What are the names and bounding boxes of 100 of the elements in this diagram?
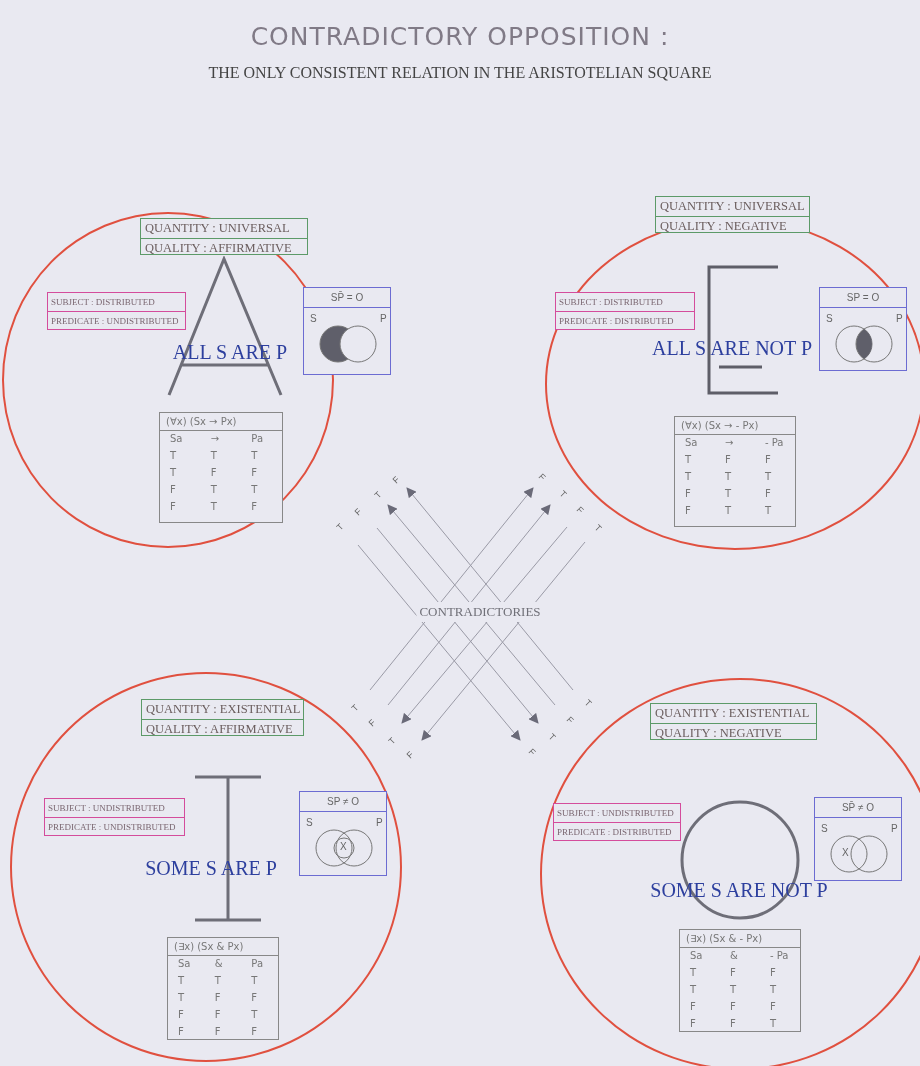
truth-value-label: T — [386, 735, 398, 747]
venn-box — [299, 791, 387, 876]
table-cell-text: F — [213, 1009, 222, 1020]
quantity-quality-box — [655, 196, 810, 233]
property-label: SUBJECT : UNDISTRIBUTED — [47, 802, 166, 815]
table-cell-text: Sa — [177, 958, 192, 969]
table-cell-text: T — [169, 467, 178, 478]
equation-text: SP̄ = O — [304, 288, 390, 308]
table-cell-text: Pa — [250, 433, 265, 444]
table-cell-text: F — [724, 454, 732, 465]
table-cell-text: T — [724, 488, 733, 499]
distribution-box — [553, 803, 681, 841]
property-label: QUALITY : AFFIRMATIVE — [141, 238, 307, 258]
property-label: PREDICATE : UNDISTRIBUTED — [48, 311, 185, 330]
property-label: QUANTITY : UNIVERSAL — [659, 198, 806, 215]
truth-table — [167, 937, 279, 1040]
truth-value-label: F — [564, 714, 576, 726]
truth-value-label: T — [546, 731, 558, 743]
property-label: QUALITY : NEGATIVE — [651, 723, 816, 743]
truth-table — [679, 929, 801, 1032]
table-cell-text: → — [724, 437, 735, 448]
table-cell-text: T — [177, 992, 186, 1003]
truth-value-label: F — [404, 749, 416, 761]
set-label: S — [310, 313, 317, 324]
formula-text: (∀x) (Sx → - Px) — [675, 416, 795, 435]
set-label: P — [380, 313, 387, 324]
truth-value-label: T — [557, 488, 569, 500]
distribution-box — [555, 292, 695, 330]
title: CONTRADICTORY OPPOSITION : — [249, 22, 671, 51]
quantity-quality-box — [141, 699, 304, 736]
arrow — [369, 487, 534, 691]
truth-value-label: T — [372, 489, 384, 501]
property-label: PREDICATE : DISTRIBUTED — [556, 311, 694, 330]
arrow — [376, 527, 539, 724]
venn-box — [303, 287, 391, 375]
quantity-quality-box — [650, 703, 817, 740]
formula-text: (∃x) (Sx & - Px) — [680, 929, 800, 948]
table-cell-text: F — [769, 967, 777, 978]
table-cell-text: F — [684, 488, 692, 499]
truth-value-label: T — [349, 702, 361, 714]
property-label: QUALITY : AFFIRMATIVE — [142, 719, 303, 739]
table-cell-text: T — [724, 471, 733, 482]
set-label: S — [826, 313, 833, 324]
distribution-box — [47, 292, 186, 330]
subtitle: THE ONLY CONSISTENT RELATION IN THE ARISTOTELIAN SQUARE — [208, 64, 712, 82]
set-label: S — [821, 823, 828, 834]
truth-table — [159, 412, 283, 523]
arrow — [421, 541, 586, 741]
table-cell-text: T — [213, 975, 222, 986]
truth-value-label: F — [352, 506, 364, 518]
table-cell-text: F — [213, 1026, 222, 1037]
formula-text: (∃x) (Sx & Px) — [168, 937, 278, 956]
table-cell-text: T — [250, 450, 259, 461]
table-cell-text: F — [729, 1001, 737, 1012]
set-label: P — [896, 313, 903, 324]
table-cell-text: - Pa — [764, 437, 785, 448]
proposition-text: ALL S ARE NOT P — [652, 336, 812, 360]
table-cell-text: Sa — [684, 437, 699, 448]
table-cell-text: F — [684, 505, 692, 516]
table-cell-text: F — [250, 467, 259, 478]
table-cell-text: T — [764, 505, 773, 516]
table-cell-text: T — [724, 505, 733, 516]
arrow — [357, 544, 521, 741]
table-cell-text: Pa — [250, 958, 265, 969]
property-label: PREDICATE : DISTRIBUTED — [554, 822, 680, 841]
table-cell-text: F — [250, 501, 259, 512]
table-cell-text: & — [729, 950, 739, 961]
table-cell-text: T — [169, 450, 178, 461]
truth-value-label: F — [536, 471, 548, 483]
table-cell-text: F — [213, 992, 222, 1003]
venn-box — [819, 287, 907, 371]
table-cell-text: T — [209, 450, 218, 461]
table-cell-text: T — [177, 975, 186, 986]
truth-value-label: F — [390, 474, 402, 486]
table-cell-text: F — [769, 1001, 777, 1012]
table-cell-text: T — [729, 984, 738, 995]
proposition-circle — [10, 672, 402, 1062]
table-cell-text: - Pa — [769, 950, 790, 961]
table-cell-text: T — [209, 501, 218, 512]
table-cell-text: T — [684, 454, 693, 465]
table-cell-text: F — [209, 467, 218, 478]
equation-text: SP ≠ O — [300, 792, 386, 812]
arrow — [401, 526, 568, 724]
table-cell-text: F — [177, 1026, 185, 1037]
venn-box — [814, 797, 902, 881]
property-label: QUANTITY : EXISTENTIAL — [654, 705, 811, 722]
table-cell-text: & — [213, 958, 224, 969]
table-cell-text: F — [764, 488, 772, 499]
table-cell-text: T — [250, 484, 259, 495]
arrow — [406, 487, 574, 691]
property-label: QUANTITY : UNIVERSAL — [144, 220, 291, 237]
table-cell-text: → — [209, 433, 221, 444]
table-cell-text: T — [250, 975, 259, 986]
table-cell-text: T — [769, 1018, 778, 1029]
table-cell-text: T — [764, 471, 773, 482]
quantity-quality-box — [140, 218, 308, 255]
property-label: QUANTITY : EXISTENTIAL — [145, 701, 302, 718]
property-label: PREDICATE : UNDISTRIBUTED — [45, 817, 184, 836]
x-mark: X — [340, 841, 347, 852]
table-cell-text: F — [689, 1001, 697, 1012]
